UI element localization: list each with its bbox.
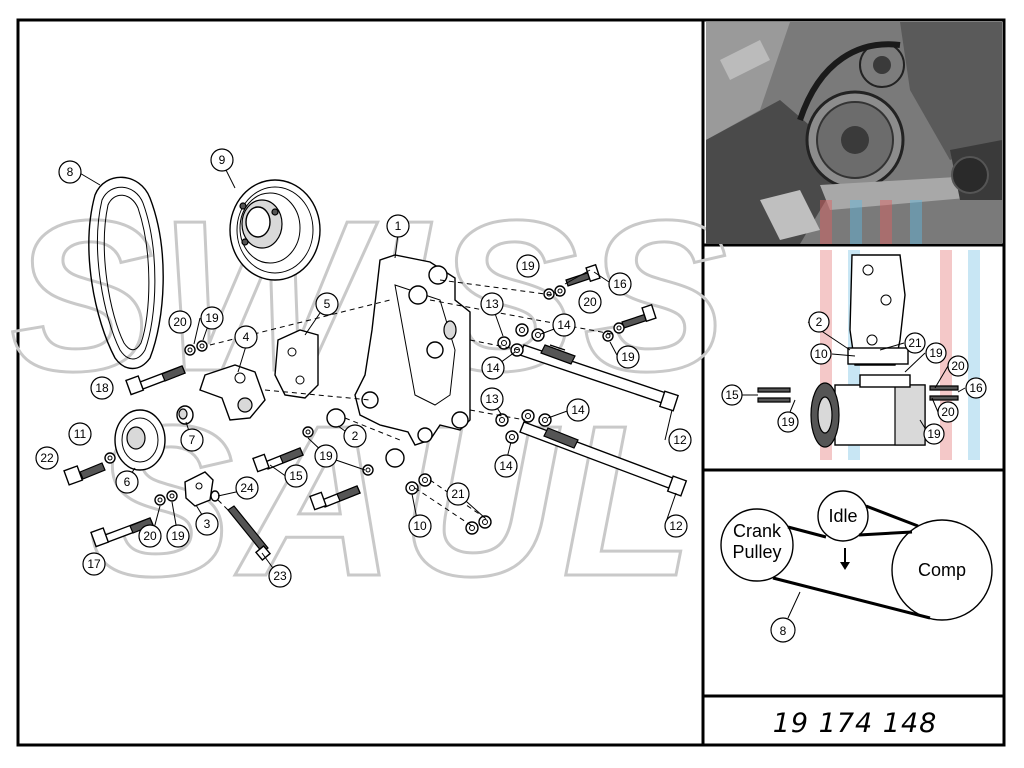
small-bracket-part bbox=[184, 471, 214, 507]
bushing-parts bbox=[326, 408, 405, 468]
callout-6: 6 bbox=[124, 475, 131, 489]
callout-13-b: 13 bbox=[485, 392, 499, 406]
spacer-part bbox=[176, 405, 194, 425]
idle-pulley-circle bbox=[817, 490, 869, 542]
callout-14-c: 14 bbox=[571, 403, 585, 417]
inset-callout-21: 21 bbox=[908, 336, 922, 350]
inset-callout-19-b: 19 bbox=[781, 415, 795, 429]
callout-19-d: 19 bbox=[521, 259, 535, 273]
assembly-lines bbox=[209, 279, 613, 529]
callout-18: 18 bbox=[95, 381, 109, 395]
callout-20-a: 20 bbox=[173, 315, 187, 329]
tensioner-arm-part bbox=[199, 364, 266, 421]
tensioner-plate-part bbox=[274, 329, 319, 399]
compressor-inset: 2 10 21 19 20 16 15 19 20 19 bbox=[721, 250, 987, 460]
callout-19-c: 19 bbox=[319, 449, 333, 463]
inset-callout-16: 16 bbox=[969, 381, 983, 395]
callout-17: 17 bbox=[87, 557, 101, 571]
belt-routing-diagram: Crank Pulley Idle Comp 8 bbox=[720, 490, 993, 643]
callout-19-b: 19 bbox=[171, 529, 185, 543]
idle-label: Idle bbox=[828, 506, 857, 526]
crank-label-line2: Pulley bbox=[732, 542, 781, 562]
callout-7: 7 bbox=[189, 433, 196, 447]
callout-12-b: 12 bbox=[669, 519, 683, 533]
callout-3: 3 bbox=[204, 517, 211, 531]
belt-callout-8: 8 bbox=[780, 624, 787, 638]
callout-10: 10 bbox=[413, 519, 427, 533]
callout-20-b: 20 bbox=[143, 529, 157, 543]
idler-pulley-part bbox=[114, 409, 166, 471]
comp-pulley-circle bbox=[891, 519, 993, 621]
callout-bubbles: 8 9 1 5 4 20 19 18 7 11 22 6 24 3 20 19 … bbox=[35, 148, 692, 588]
washer-parts bbox=[104, 285, 625, 535]
bolt-parts bbox=[63, 263, 688, 562]
inset-callout-2: 2 bbox=[816, 315, 823, 329]
callout-5: 5 bbox=[324, 297, 331, 311]
inset-callout-19-c: 19 bbox=[927, 427, 941, 441]
callout-23: 23 bbox=[273, 569, 287, 583]
crank-label-line1: Crank bbox=[733, 521, 782, 541]
callout-8: 8 bbox=[67, 165, 74, 179]
callout-19-a: 19 bbox=[205, 311, 219, 325]
callout-19-e: 19 bbox=[621, 350, 635, 364]
callout-14-d: 14 bbox=[499, 459, 513, 473]
callout-4: 4 bbox=[243, 330, 250, 344]
callout-11: 11 bbox=[74, 427, 87, 441]
comp-label: Comp bbox=[918, 560, 966, 580]
callout-22: 22 bbox=[40, 451, 54, 465]
callout-21: 21 bbox=[451, 487, 465, 501]
callout-16: 16 bbox=[613, 277, 627, 291]
callout-15: 15 bbox=[289, 469, 303, 483]
callout-12-a: 12 bbox=[673, 433, 687, 447]
crank-pulley-circle bbox=[720, 508, 794, 582]
part-number: 19 174 148 bbox=[773, 708, 938, 739]
inset-callout-15: 15 bbox=[725, 388, 739, 402]
inset-callout-19-a: 19 bbox=[929, 346, 943, 360]
pulley-part bbox=[229, 179, 321, 281]
callout-9: 9 bbox=[219, 153, 226, 167]
outer-frame bbox=[16, 18, 1006, 747]
inset-callout-10: 10 bbox=[814, 347, 828, 361]
callout-14-a: 14 bbox=[557, 318, 571, 332]
callout-24: 24 bbox=[240, 481, 254, 495]
callout-13-a: 13 bbox=[485, 297, 499, 311]
engine-photo bbox=[706, 22, 1002, 244]
inset-callout-20-b: 20 bbox=[941, 405, 955, 419]
inset-callout-20-a: 20 bbox=[951, 359, 965, 373]
belt-part bbox=[88, 176, 164, 370]
callout-20-c: 20 bbox=[583, 295, 597, 309]
callout-14-b: 14 bbox=[486, 361, 500, 375]
callout-1: 1 bbox=[395, 219, 402, 233]
callout-2: 2 bbox=[352, 429, 359, 443]
